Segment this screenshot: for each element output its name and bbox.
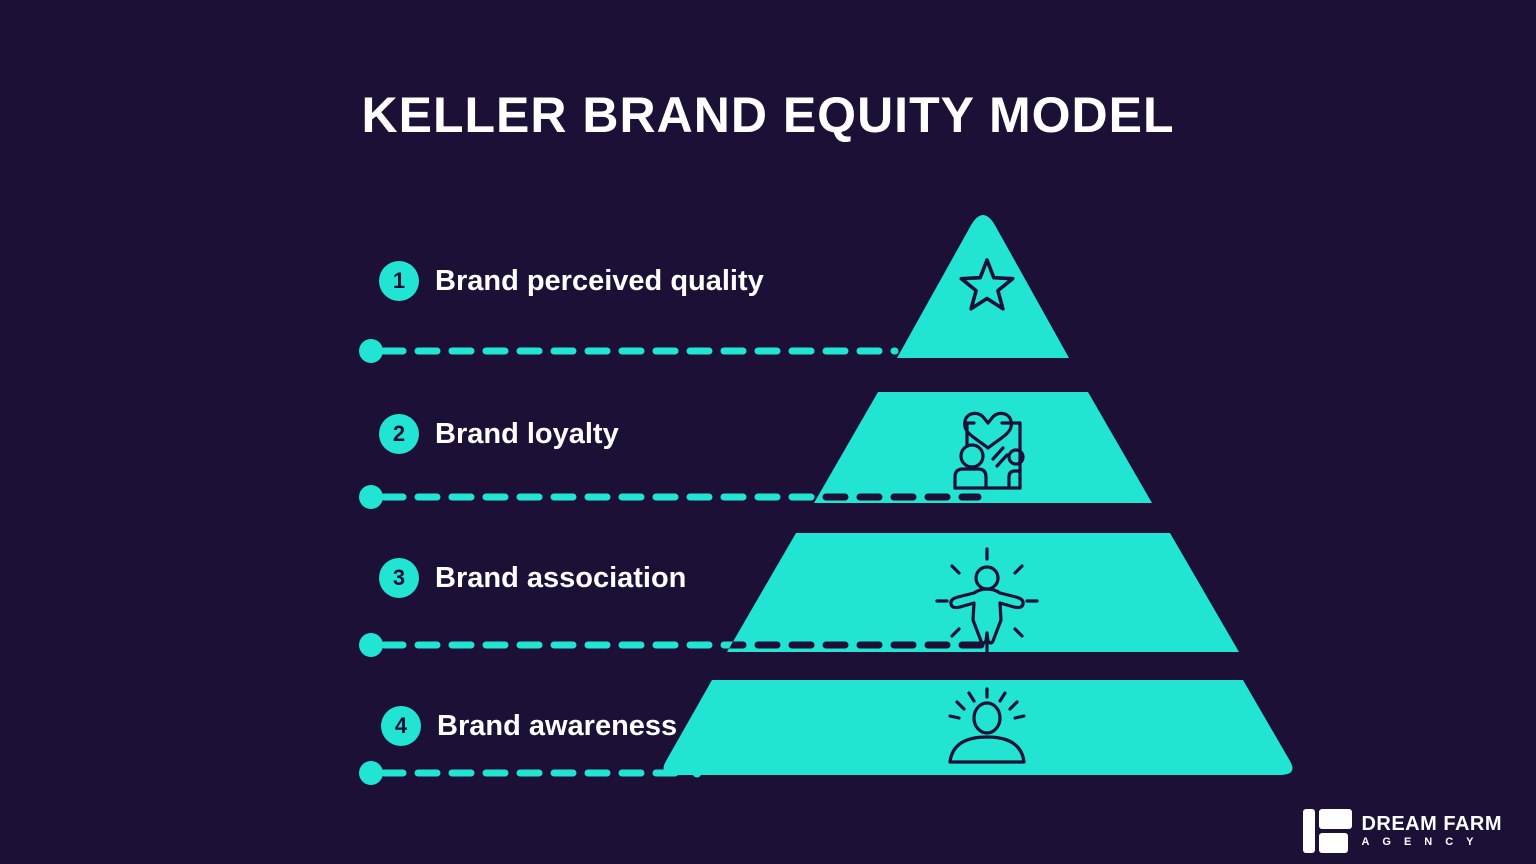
dream-farm-logo: DREAM FARM AGENCY [1302, 808, 1502, 854]
level-2-label: Brand loyalty [435, 417, 619, 450]
level-row-4: 4 Brand awareness [381, 706, 677, 746]
person-sun-icon [948, 687, 1026, 764]
logo-subtitle: AGENCY [1361, 836, 1487, 848]
level-row-2: 2 Brand loyalty [379, 414, 619, 454]
star-icon [959, 258, 1015, 311]
line-3-start-dot [359, 633, 383, 657]
sun-rays [948, 687, 1026, 720]
line-4-start-dot [359, 761, 383, 785]
knockout-dashes [727, 493, 994, 649]
level-3-number-badge: 3 [379, 558, 419, 598]
level-row-1: 1 Brand perceived quality [379, 261, 764, 301]
pyramid-tier-1 [897, 215, 1069, 358]
person-mirror-heart-icon [953, 411, 1025, 490]
pyramid-tier-3 [727, 533, 1239, 652]
rays [935, 547, 1039, 655]
level-4-label: Brand awareness [437, 709, 678, 742]
line-2-start-dot [359, 485, 383, 509]
level-3-label: Brand association [435, 561, 687, 594]
level-1-number-badge: 1 [379, 261, 419, 301]
line-1-start-dot [359, 339, 383, 363]
line-dots [359, 339, 702, 785]
level-4-number-badge: 4 [381, 706, 421, 746]
pyramid-tier-2 [814, 392, 1152, 503]
person-rays-icon [935, 547, 1039, 655]
logo-name: DREAM FARM [1361, 813, 1502, 835]
level-2-number-badge: 2 [379, 414, 419, 454]
dream-farm-logo-mark [1303, 809, 1353, 853]
level-row-3: 3 Brand association [379, 558, 686, 598]
level-1-label: Brand perceived quality [435, 264, 764, 297]
page-title: KELLER BRAND EQUITY MODEL [361, 87, 1175, 143]
logo-text: DREAM FARM AGENCY [1361, 813, 1502, 849]
